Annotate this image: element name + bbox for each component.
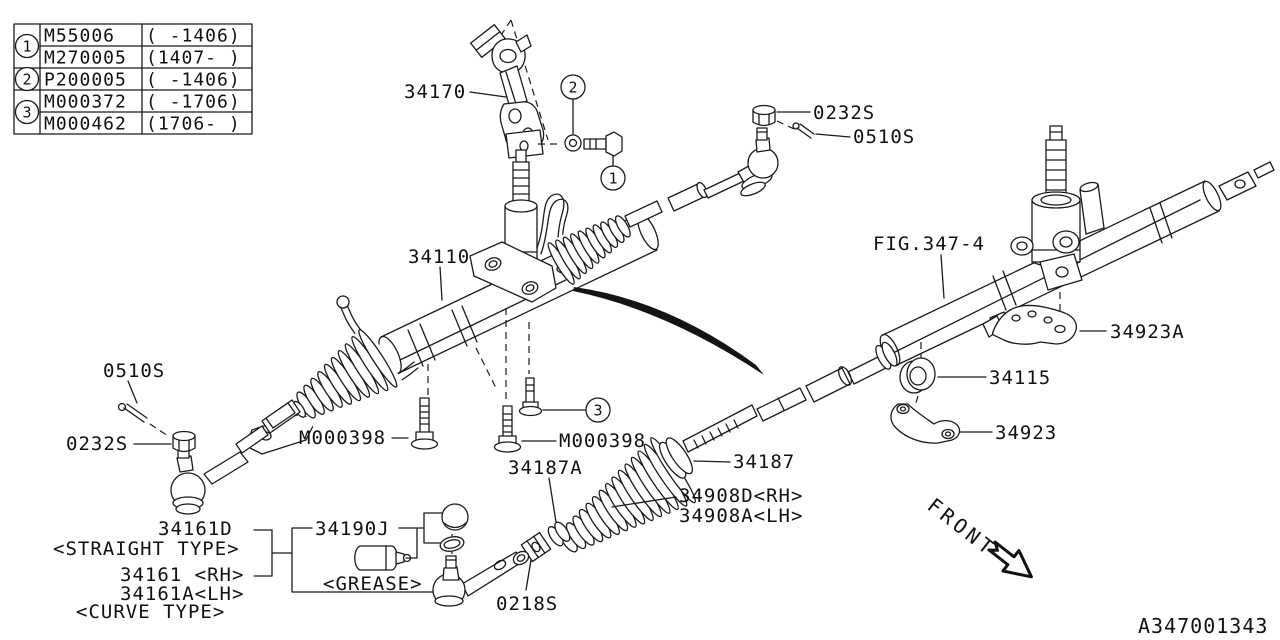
- label-34161a-lh[interactable]: 34161A<LH>: [120, 583, 244, 605]
- cotter-pin-right: [776, 120, 815, 139]
- table-callout-3-circle: [14, 99, 40, 125]
- lower-boot-assembly: [253, 436, 697, 607]
- cotter-pin-left: [117, 402, 169, 437]
- callout-3-circle[interactable]: [585, 397, 611, 423]
- label-m000398-left[interactable]: M000398: [299, 427, 386, 449]
- mounting-bolts: 3: [410, 308, 611, 453]
- label-0232s-left[interactable]: 0232S: [66, 433, 128, 455]
- table-callout-2-circle: [14, 66, 40, 92]
- table-date-range: ( -1406): [146, 70, 241, 91]
- upper-boot: [545, 203, 639, 287]
- universal-joint-drawing: 2 1: [469, 19, 626, 191]
- label-34161d[interactable]: 34161D: [158, 518, 233, 540]
- bolt-callout-3: [518, 377, 543, 417]
- callout-1: 1: [608, 170, 617, 188]
- bolt-m000398-left: [410, 397, 439, 450]
- label-34115[interactable]: 34115: [989, 367, 1051, 389]
- label-0510s-right[interactable]: 0510S: [853, 126, 915, 148]
- callout-1-circle[interactable]: [600, 165, 626, 191]
- sweep-arc: [573, 287, 764, 375]
- label-34923[interactable]: 34923: [995, 422, 1057, 444]
- callout-2: 2: [568, 79, 577, 97]
- manual-rack-drawing: [682, 125, 1275, 453]
- label-34908d-rh[interactable]: 34908D<RH>: [679, 485, 803, 507]
- label-curve-type: <CURVE TYPE>: [76, 601, 225, 623]
- clamp-34187: [658, 437, 694, 479]
- label-grease: <GREASE>: [323, 573, 423, 595]
- label-0218s[interactable]: 0218S: [496, 593, 558, 615]
- label-34923a[interactable]: 34923A: [1110, 321, 1185, 343]
- table-part-number[interactable]: P200005: [44, 70, 127, 91]
- castle-nut-left: [172, 430, 196, 453]
- label-0232s-right[interactable]: 0232S: [813, 102, 875, 124]
- callout-3: 3: [593, 402, 602, 420]
- grease-bottle: [354, 545, 412, 571]
- label-34908a-lh[interactable]: 34908A<LH>: [679, 505, 803, 527]
- bushing-34115: [899, 342, 936, 407]
- bracket-34923a: [982, 304, 1078, 345]
- washer: [564, 134, 582, 152]
- bolt-m000398-right: [493, 405, 522, 453]
- table-callout-2: 2: [22, 71, 31, 89]
- table-part-number[interactable]: M55006: [44, 26, 115, 47]
- threaded-rod-tip: [682, 404, 758, 453]
- table-part-number[interactable]: M000372: [44, 92, 127, 113]
- table-date-range: ( -1406): [146, 26, 241, 47]
- label-m000398-right[interactable]: M000398: [559, 430, 646, 452]
- front-indicator: FRONT: [923, 493, 1033, 579]
- label-34187a[interactable]: 34187A: [508, 457, 583, 479]
- table-callout-1: 1: [22, 38, 31, 56]
- bolt-callout-1: [583, 131, 623, 157]
- clamp-34187a: [547, 521, 571, 547]
- table-date-range: (1407- ): [146, 48, 241, 69]
- applicability-table: 1 2 3 M55006 ( -1406) M270005 (1407- ) P…: [13, 23, 253, 135]
- pinion-housing: [1010, 125, 1105, 291]
- table-date-range: (1706- ): [146, 114, 241, 135]
- label-fig347-4[interactable]: FIG.347-4: [873, 233, 985, 255]
- front-arrow-icon: [987, 540, 1033, 579]
- table-date-range: ( -1706): [146, 92, 241, 113]
- table-callout-1-circle: [14, 33, 40, 59]
- bracket-34923: [890, 403, 961, 444]
- callout-2-circle[interactable]: [560, 74, 586, 100]
- label-34190j[interactable]: 34190J: [315, 518, 390, 540]
- left-boot: [283, 326, 403, 436]
- table-part-number[interactable]: M270005: [44, 48, 127, 69]
- seal-kit-parts: [439, 503, 469, 556]
- tie-rod-end-right: [737, 104, 779, 197]
- tie-rod-end-curve: [432, 550, 530, 607]
- labels: 34170 0232S 0510S FIG.347-4 34923A 34110…: [53, 81, 1185, 623]
- label-34187[interactable]: 34187: [733, 451, 795, 473]
- castle-nut-right: [752, 104, 776, 127]
- grouping-bracket-lines: [253, 512, 443, 593]
- doc-code: A347001343: [1138, 614, 1268, 638]
- tie-rod-end-left: [170, 430, 206, 515]
- label-34161-rh[interactable]: 34161 <RH>: [120, 564, 244, 586]
- label-straight-type: <STRAIGHT TYPE>: [53, 538, 240, 560]
- label-34170[interactable]: 34170: [404, 81, 466, 103]
- label-0510s-left[interactable]: 0510S: [103, 360, 165, 382]
- label-34110[interactable]: 34110: [408, 246, 470, 268]
- table-part-number[interactable]: M000462: [44, 114, 127, 135]
- steering-gearbox-drawing: [117, 104, 815, 515]
- table-callout-3: 3: [22, 104, 31, 122]
